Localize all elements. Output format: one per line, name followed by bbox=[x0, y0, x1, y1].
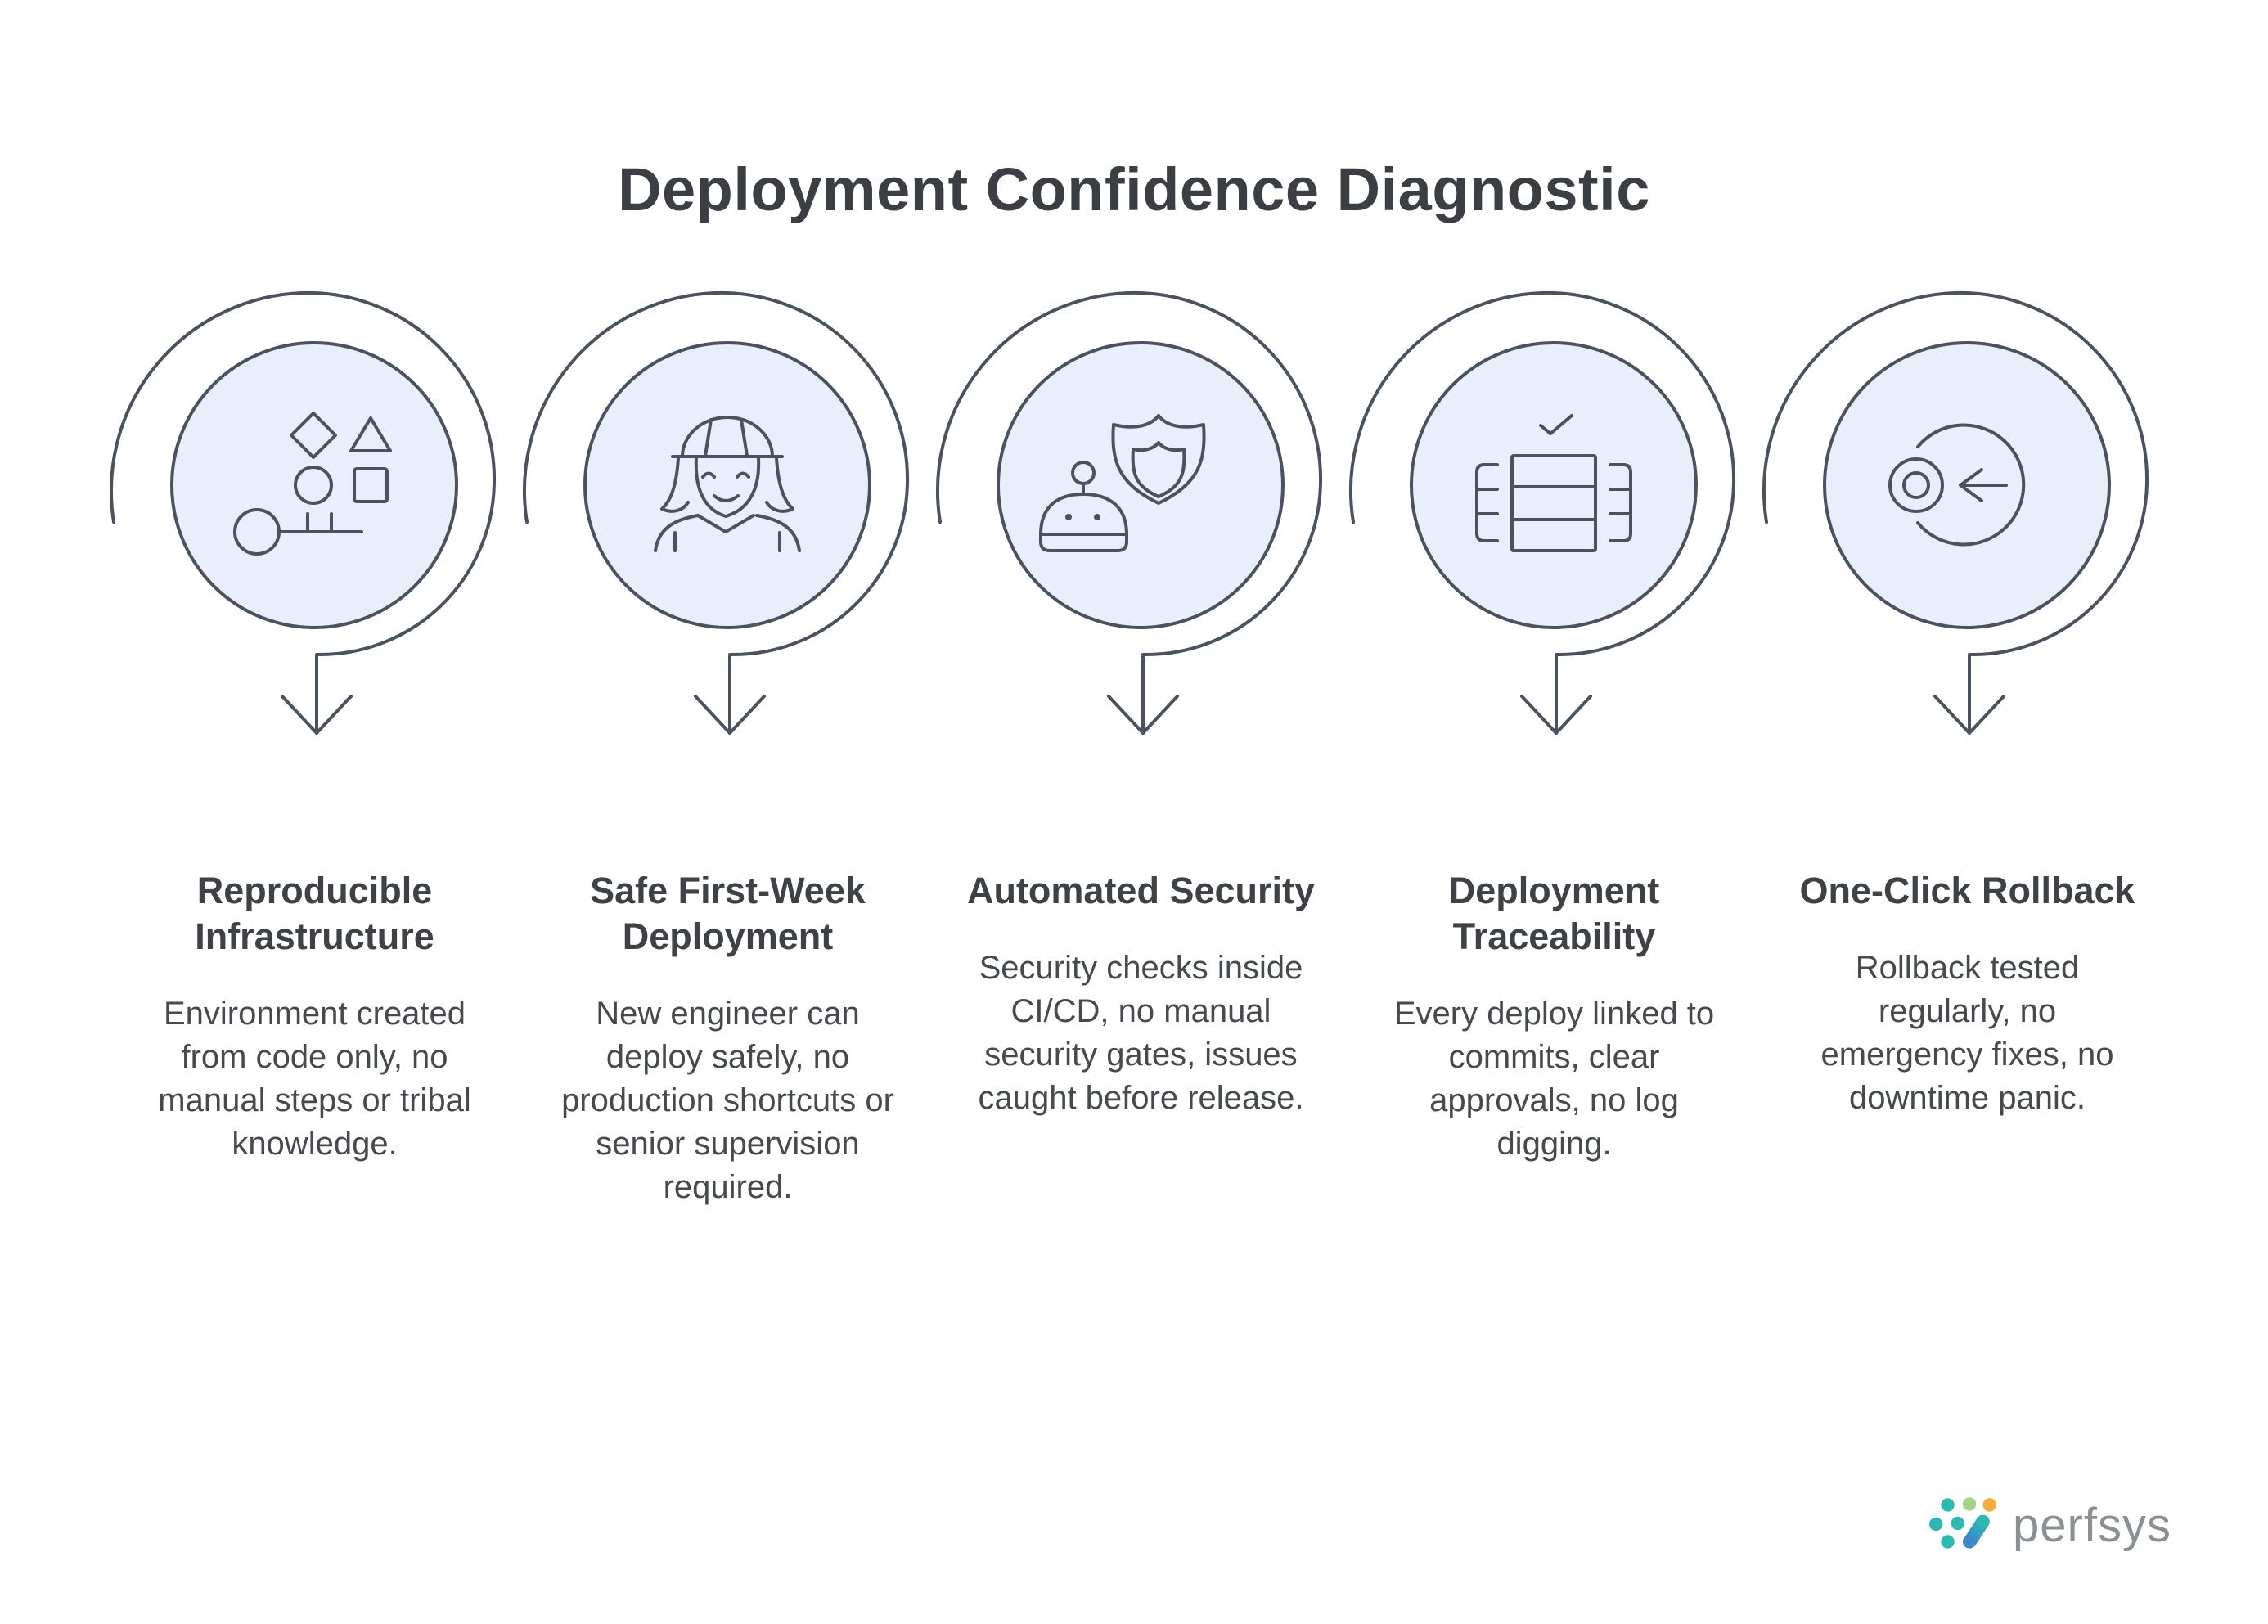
item-heading: One-Click Rollback bbox=[1799, 870, 2135, 911]
rollback-icon bbox=[1888, 423, 2026, 547]
perfsys-logo-text: perfsys bbox=[2013, 1498, 2171, 1552]
shapes-icon bbox=[233, 412, 392, 556]
item-figure bbox=[935, 290, 1323, 735]
item-figure bbox=[522, 290, 910, 735]
down-arrow-icon bbox=[281, 695, 353, 735]
item-deployment-traceability: Deployment Traceability Every deploy lin… bbox=[1348, 279, 1761, 1209]
left-arrow-icon bbox=[1959, 468, 1983, 502]
check-icon bbox=[1539, 414, 1573, 435]
item-heading: Automated Security bbox=[966, 870, 1316, 911]
page-title: Deployment Confidence Diagnostic bbox=[618, 155, 1650, 223]
swirl-ring bbox=[1762, 290, 2149, 735]
swirl-ring bbox=[935, 290, 1323, 735]
item-heading: Deployment Traceability bbox=[1448, 870, 1660, 957]
icon-disc bbox=[170, 341, 458, 629]
item-safe-first-week-deployment: Safe First-Week Deployment New engineer … bbox=[521, 279, 934, 1209]
swirl-ring bbox=[522, 290, 910, 735]
down-arrow-icon bbox=[1107, 695, 1179, 735]
item-heading: Safe First-Week Deployment bbox=[590, 870, 866, 957]
item-description: Security checks inside CI/CD, no manual … bbox=[978, 950, 1304, 1116]
down-arrow-icon bbox=[694, 695, 766, 735]
down-arrow-icon bbox=[1520, 695, 1592, 735]
engineer-icon bbox=[654, 416, 801, 552]
item-description: Environment created from code only, no m… bbox=[158, 996, 471, 1162]
perfsys-logo: perfsys bbox=[1929, 1495, 2171, 1555]
server-check-icon bbox=[1475, 414, 1632, 552]
icon-disc bbox=[583, 341, 871, 629]
item-description: New engineer can deploy safely, no produ… bbox=[561, 996, 894, 1205]
items-row: Reproducible Infrastructure Environment … bbox=[108, 279, 2174, 1209]
item-automated-security: Automated Security Security checks insid… bbox=[934, 279, 1348, 1209]
swirl-ring bbox=[1348, 290, 1736, 735]
item-heading: Reproducible Infrastructure bbox=[195, 870, 434, 957]
item-description: Rollback tested regularly, no emergency … bbox=[1820, 950, 2114, 1116]
item-one-click-rollback: One-Click Rollback Rollback tested regul… bbox=[1761, 279, 2174, 1209]
item-reproducible-infrastructure: Reproducible Infrastructure Environment … bbox=[108, 279, 521, 1209]
robot-shield-icon bbox=[1039, 414, 1206, 552]
item-figure bbox=[109, 290, 497, 735]
item-description: Every deploy linked to commits, clear ap… bbox=[1393, 996, 1715, 1162]
down-arrow-icon bbox=[1933, 695, 2005, 735]
perfsys-logo-mark-icon bbox=[1929, 1497, 1996, 1549]
item-figure bbox=[1762, 290, 2149, 735]
item-figure bbox=[1348, 290, 1736, 735]
swirl-ring bbox=[109, 290, 497, 735]
